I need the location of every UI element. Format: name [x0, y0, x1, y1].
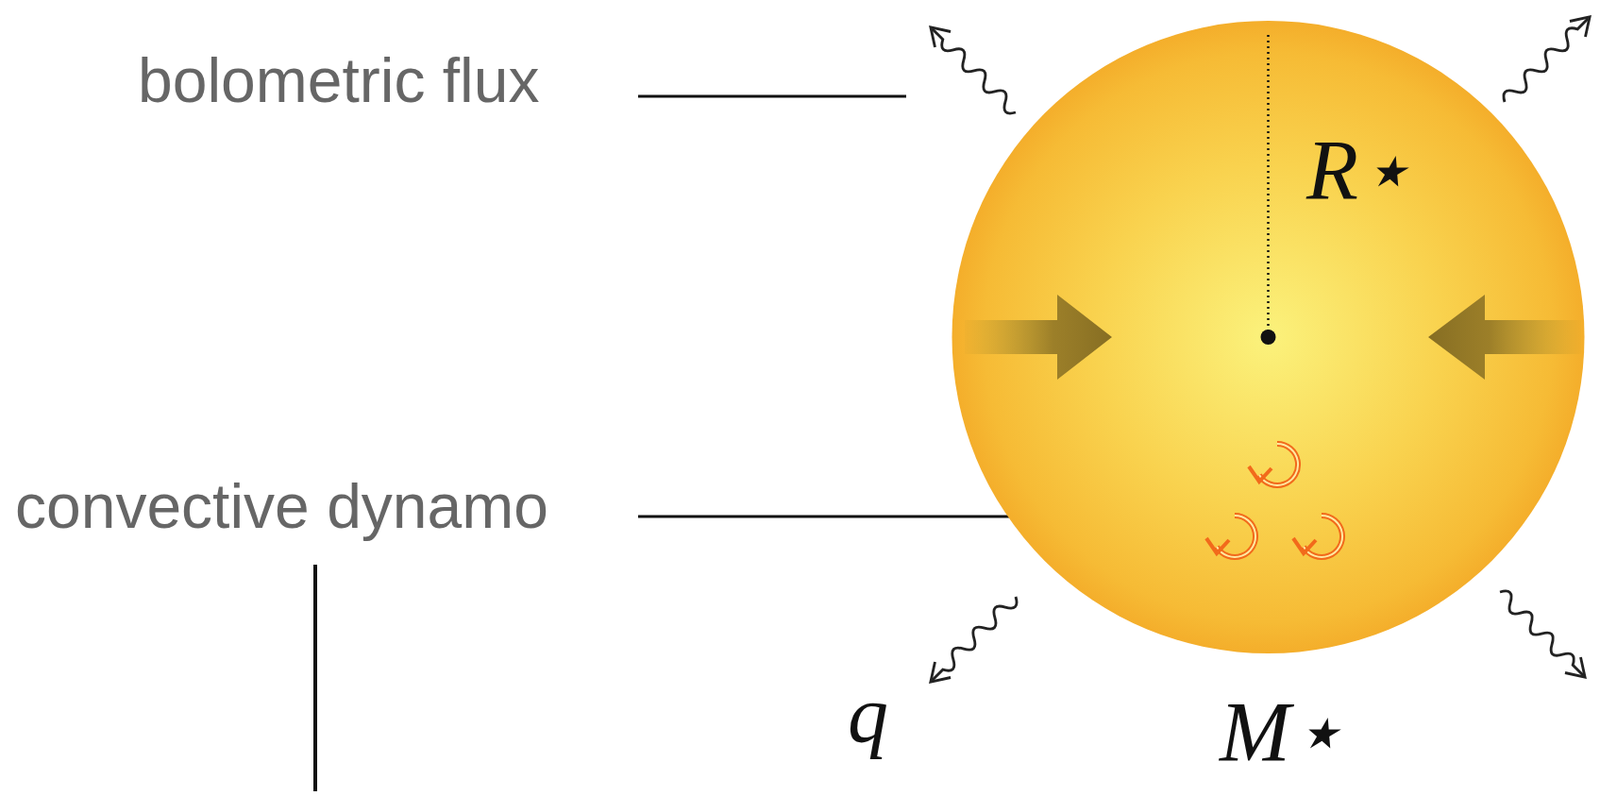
radius-symbol: R⋆ [1306, 128, 1412, 214]
callout-label: convective dynamo [15, 474, 549, 538]
callout-label: bolometric flux [137, 49, 540, 112]
flux-arrow [923, 589, 1025, 691]
flux-arrow [1497, 9, 1599, 111]
bracket-line [313, 564, 318, 792]
leader-line [638, 95, 907, 99]
quantity-symbol: q [847, 673, 889, 755]
star-circle: R⋆M⋆ [951, 20, 1585, 654]
mass-symbol: M⋆ [1219, 690, 1344, 775]
star-body [951, 20, 1585, 654]
flux-arrow [923, 19, 1025, 121]
flux-arrow [1492, 584, 1594, 686]
